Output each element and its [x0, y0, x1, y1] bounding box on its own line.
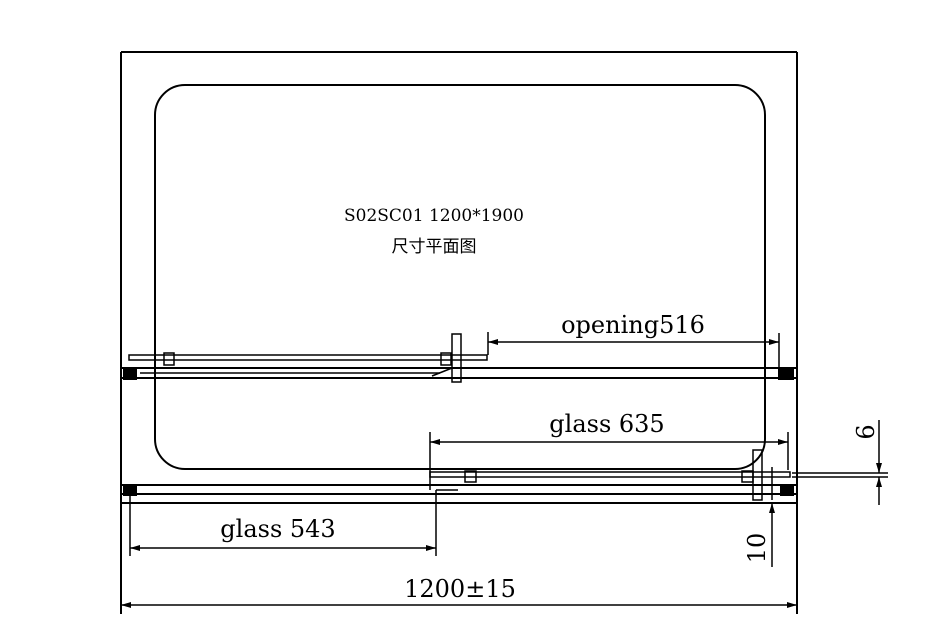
glass-lower-label: glass 543	[220, 515, 335, 543]
opening-label: opening516	[561, 311, 705, 339]
glass-635-dimension: glass 635	[429, 410, 789, 490]
glass-upper-label: glass 635	[549, 410, 664, 438]
overall-width-dimension: 1200±15	[121, 575, 797, 608]
offset-dimension: 10	[743, 467, 775, 567]
gap-label: 6	[852, 424, 880, 439]
plan-subtitle: 尺寸平面图	[392, 237, 477, 257]
shower-tray-outline	[154, 84, 766, 470]
glass-543-dimension: glass 543	[129, 490, 437, 556]
upper-track	[121, 333, 797, 383]
model-label: S02SC01 1200*1900	[344, 206, 524, 226]
outer-frame	[120, 51, 798, 614]
overall-width-label: 1200±15	[404, 575, 516, 603]
offset-label: 10	[743, 533, 771, 564]
lower-track	[121, 449, 797, 504]
gap-dimension: 6	[792, 420, 888, 505]
opening-dimension: opening516	[487, 311, 780, 372]
